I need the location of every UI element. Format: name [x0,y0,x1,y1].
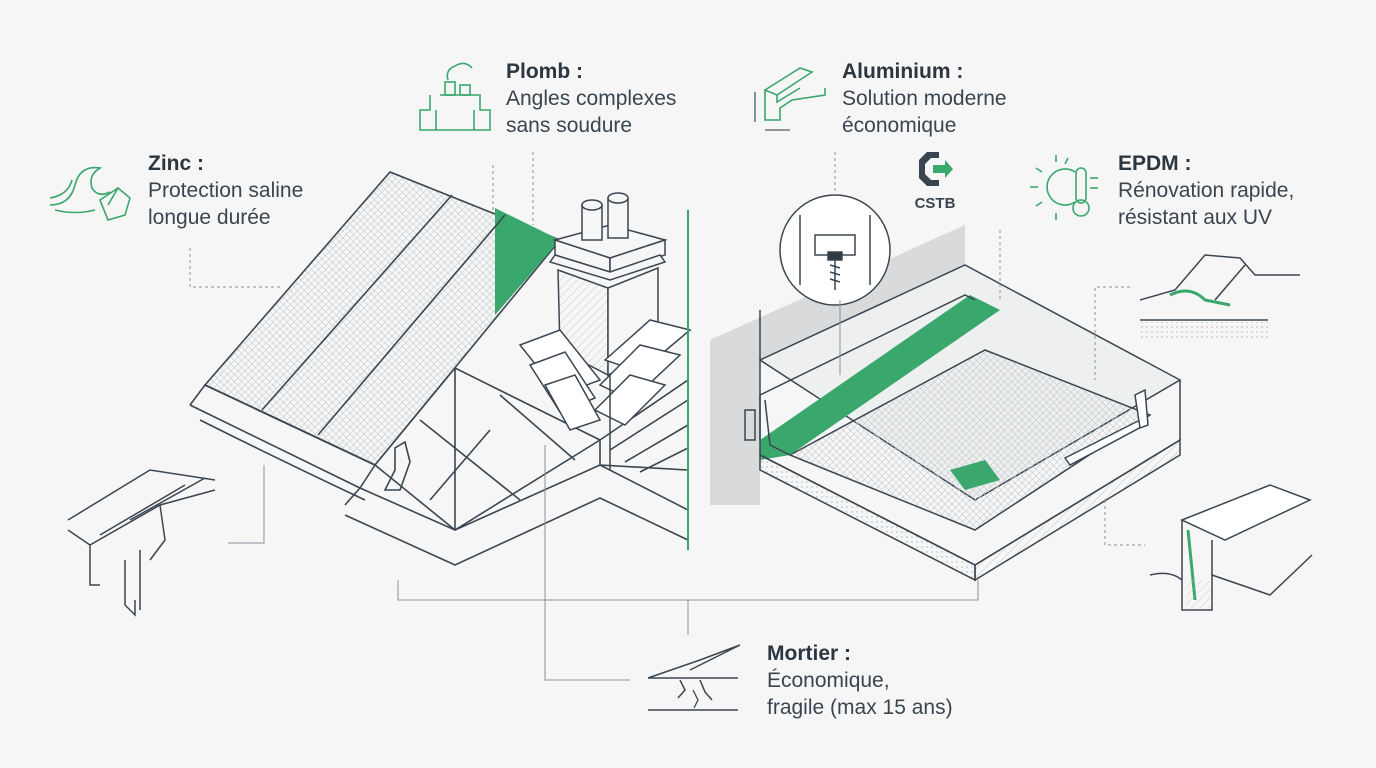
zinc-label: Zinc : Protection saline longue durée [148,150,303,231]
leader-lines [189,152,1145,546]
sun-thermometer-icon [1030,155,1098,220]
aluminium-line1: Solution moderne [842,87,1007,110]
epdm-label: EPDM : Rénovation rapide, résistant aux … [1118,150,1294,231]
crack-icon [692,689,699,709]
epdm-line1: Rénovation rapide, [1118,179,1295,202]
cstb-logo: CSTB [900,150,970,212]
mortier-title: Mortier : [767,642,851,665]
connector-lines [228,300,979,681]
aluminium-line2: économique [842,114,957,137]
mortier-line2: fragile (max 15 ans) [767,696,953,719]
epdm-profile-detail [1139,254,1300,340]
mortar-detail [647,644,741,711]
zinc-gutter-detail [67,469,216,617]
cstb-text: CSTB [914,195,956,212]
plomb-line2: sans soudure [506,114,633,137]
pitched-roof [189,171,689,566]
plomb-title: Plomb : [506,60,583,83]
plomb-line1: Angles complexes [506,87,677,110]
cstb-logo-icon [919,152,953,186]
epdm-title: EPDM : [1118,152,1192,175]
profile-icon [754,67,826,131]
chimney-icon [419,62,491,131]
detail-magnifier [779,194,891,306]
plomb-label: Plomb : Angles complexes sans soudure [506,58,676,139]
aluminium-profile-detail [1149,484,1313,611]
zinc-line1: Protection saline [148,179,304,202]
wave-rock-icon [49,166,131,221]
epdm-line2: résistant aux UV [1118,206,1273,229]
flat-roof [710,225,1182,582]
zinc-line2: longue durée [148,206,271,229]
aluminium-title: Aluminium : [842,60,964,83]
aluminium-label: Aluminium : Solution moderne économique [842,58,1007,139]
mortier-line1: Économique, [767,669,890,692]
mortier-label: Mortier : Économique, fragile (max 15 an… [767,640,953,721]
chimney [518,192,692,470]
zinc-title: Zinc : [148,152,204,175]
